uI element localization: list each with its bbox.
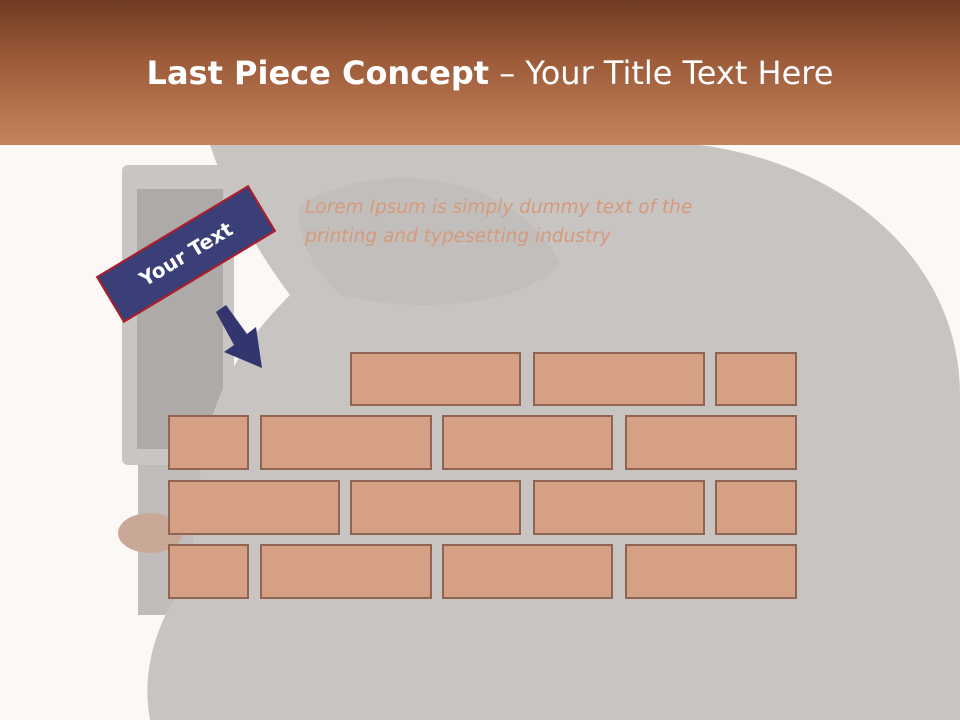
slide-title: Last Piece Concept – Your Title Text Her… [0,54,960,92]
body-text: Lorem Ipsum is simply dummy text of the … [305,197,693,247]
brick [260,415,432,470]
header-banner: Last Piece Concept – Your Title Text Her… [0,0,960,145]
brick [442,415,613,470]
brick [168,415,249,470]
title-rest: – Your Title Text Here [489,54,834,92]
brick [533,480,705,535]
brick [625,415,797,470]
brick [168,480,340,535]
title-bold: Last Piece Concept [146,54,490,92]
brick [715,352,797,406]
brick [625,544,797,599]
brick [168,544,249,599]
brick [350,480,521,535]
brick [533,352,705,406]
brick [260,544,432,599]
arrow-down-right-icon [216,305,262,368]
brick [442,544,613,599]
brick [715,480,797,535]
brick [350,352,521,406]
